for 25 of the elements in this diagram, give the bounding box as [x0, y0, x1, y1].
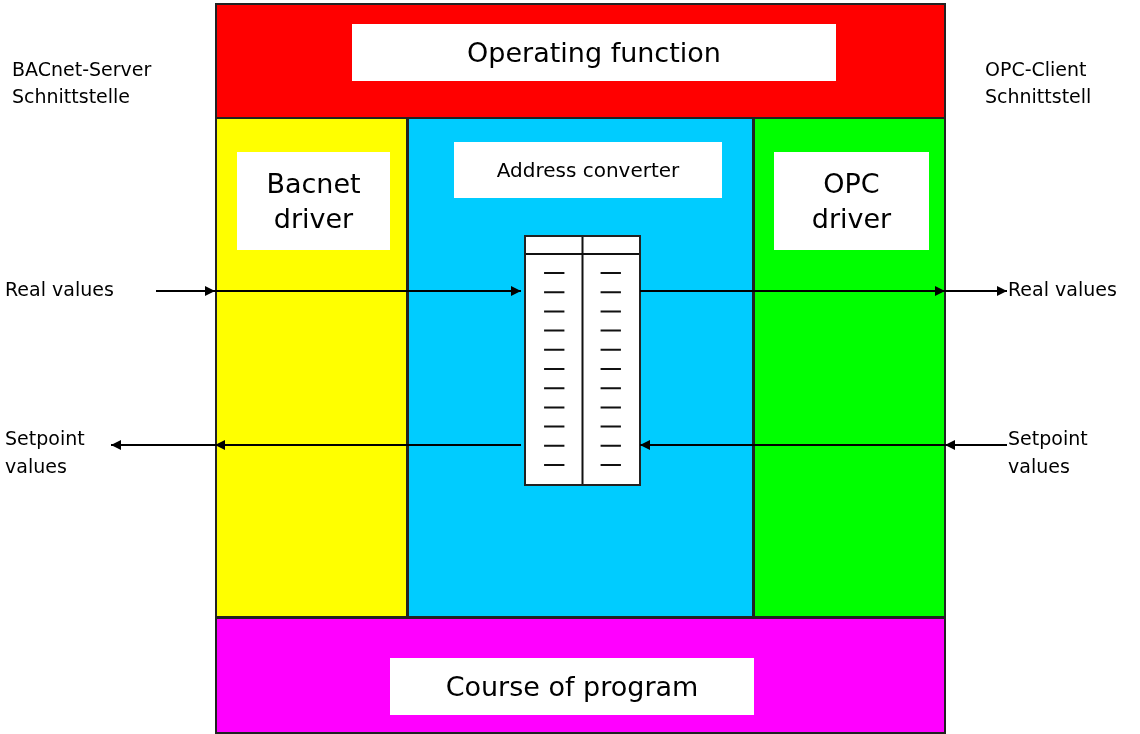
interface-label: OPC-Client Schnittstell — [985, 57, 1093, 109]
converter-panel — [407, 117, 754, 618]
arrow — [944, 286, 1008, 296]
arrow — [639, 286, 946, 296]
driver-panel — [753, 117, 946, 618]
function-band — [215, 3, 946, 119]
heading-label: OPC driver — [774, 152, 929, 250]
signal-label: Real values — [1008, 276, 1140, 308]
signal-label: Setpoint values — [5, 425, 110, 485]
mapping-table — [524, 235, 641, 486]
signal-label: Real values — [5, 276, 155, 308]
arrow — [155, 286, 216, 296]
heading-label: Operating function — [352, 24, 836, 81]
heading-label: Address converter — [454, 142, 722, 198]
arrow — [214, 286, 522, 296]
driver-panel — [215, 117, 408, 618]
arrow — [944, 440, 1008, 450]
heading-label: Course of program — [390, 658, 754, 715]
program-band — [215, 617, 946, 734]
arrow — [110, 440, 216, 450]
arrow — [214, 440, 522, 450]
heading-label: Bacnet driver — [237, 152, 390, 250]
interface-label: BACnet-Server Schnittstelle — [12, 57, 153, 109]
signal-label: Setpoint values — [1008, 425, 1128, 485]
arrow — [639, 440, 946, 450]
